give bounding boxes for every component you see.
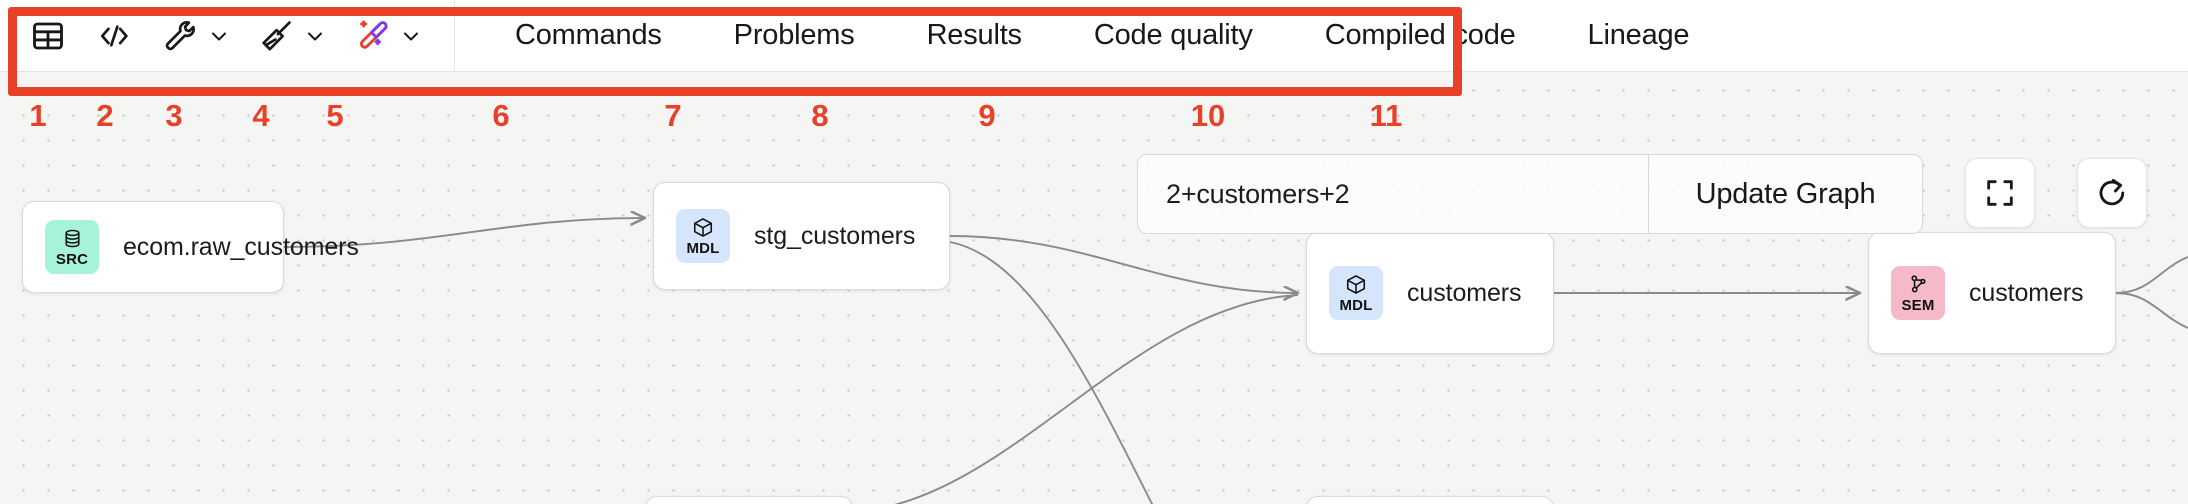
tools-dropdown-group[interactable] (158, 12, 236, 60)
lineage-search-bar[interactable]: Update Graph (1137, 154, 1923, 234)
toolbar-tabs: Commands Problems Results Code quality C… (479, 0, 1725, 71)
annotation-number-1: 1 (29, 98, 47, 133)
node-label: customers (1407, 278, 1522, 307)
node-badge-label: SRC (55, 250, 89, 268)
graph-node-partial-bottom-right[interactable] (1306, 496, 1554, 504)
cube-icon (1345, 272, 1367, 296)
node-badge-sem: SEM (1891, 266, 1945, 320)
annotation-number-3: 3 (165, 98, 183, 133)
editor-toolbar: Commands Problems Results Code quality C… (0, 0, 2188, 72)
graph-node-customers-model[interactable]: MDL customers (1306, 232, 1554, 354)
node-label: customers (1969, 278, 2084, 307)
node-badge-label: MDL (1339, 296, 1373, 314)
graph-node-customers-semantic[interactable]: SEM customers (1868, 232, 2116, 354)
table-icon[interactable] (26, 12, 70, 60)
toolbar-divider (454, 0, 455, 72)
node-badge-src: SRC (45, 220, 99, 274)
node-label: stg_customers (754, 221, 916, 250)
lineage-graph-canvas[interactable]: SRC ecom.raw_customers MDL stg_customers (0, 72, 2188, 504)
cube-icon (692, 215, 714, 239)
annotation-number-8: 8 (811, 98, 829, 133)
refresh-button[interactable] (2077, 158, 2147, 228)
node-badge-label: MDL (686, 239, 720, 257)
annotation-number-2: 2 (96, 98, 114, 133)
lineage-search-input[interactable] (1138, 155, 1648, 233)
magic-wand-icon[interactable] (350, 12, 394, 60)
tab-results[interactable]: Results (926, 19, 1023, 51)
database-icon (62, 226, 83, 250)
chevron-down-icon[interactable] (298, 14, 332, 58)
tab-problems[interactable]: Problems (733, 19, 855, 51)
ai-assist-dropdown-group[interactable] (350, 12, 428, 60)
annotation-number-5: 5 (326, 98, 344, 133)
broom-icon[interactable] (254, 12, 298, 60)
graph-node-ecom-raw-customers[interactable]: SRC ecom.raw_customers (22, 201, 359, 293)
network-graph-icon (1907, 272, 1929, 296)
graph-node-stg-customers[interactable]: MDL stg_customers (653, 182, 950, 290)
tab-commands[interactable]: Commands (515, 19, 662, 51)
fit-view-button[interactable] (1965, 158, 2035, 228)
node-badge-mdl: MDL (676, 209, 730, 263)
tab-compiled-code[interactable]: Compiled code (1324, 19, 1516, 51)
graph-node-partial-bottom-left[interactable] (645, 496, 853, 504)
node-badge-mdl: MDL (1329, 266, 1383, 320)
tab-code-quality[interactable]: Code quality (1093, 19, 1253, 51)
chevron-down-icon[interactable] (394, 14, 428, 58)
annotation-number-9: 9 (978, 98, 996, 133)
annotation-number-11: 11 (1369, 98, 1403, 133)
tab-lineage[interactable]: Lineage (1587, 19, 1690, 51)
node-badge-label: SEM (1901, 296, 1935, 314)
wrench-icon[interactable] (158, 12, 202, 60)
toolbar-icon-group (0, 0, 455, 72)
annotation-number-6: 6 (492, 98, 510, 133)
node-label: ecom.raw_customers (123, 232, 359, 261)
annotation-number-10: 10 (1190, 98, 1226, 133)
graph-edges (283, 72, 2188, 504)
annotation-number-7: 7 (664, 98, 682, 133)
code-icon[interactable] (92, 12, 136, 60)
chevron-down-icon[interactable] (202, 14, 236, 58)
format-dropdown-group[interactable] (254, 12, 332, 60)
update-graph-button[interactable]: Update Graph (1648, 155, 1922, 233)
annotation-number-4: 4 (252, 98, 270, 133)
